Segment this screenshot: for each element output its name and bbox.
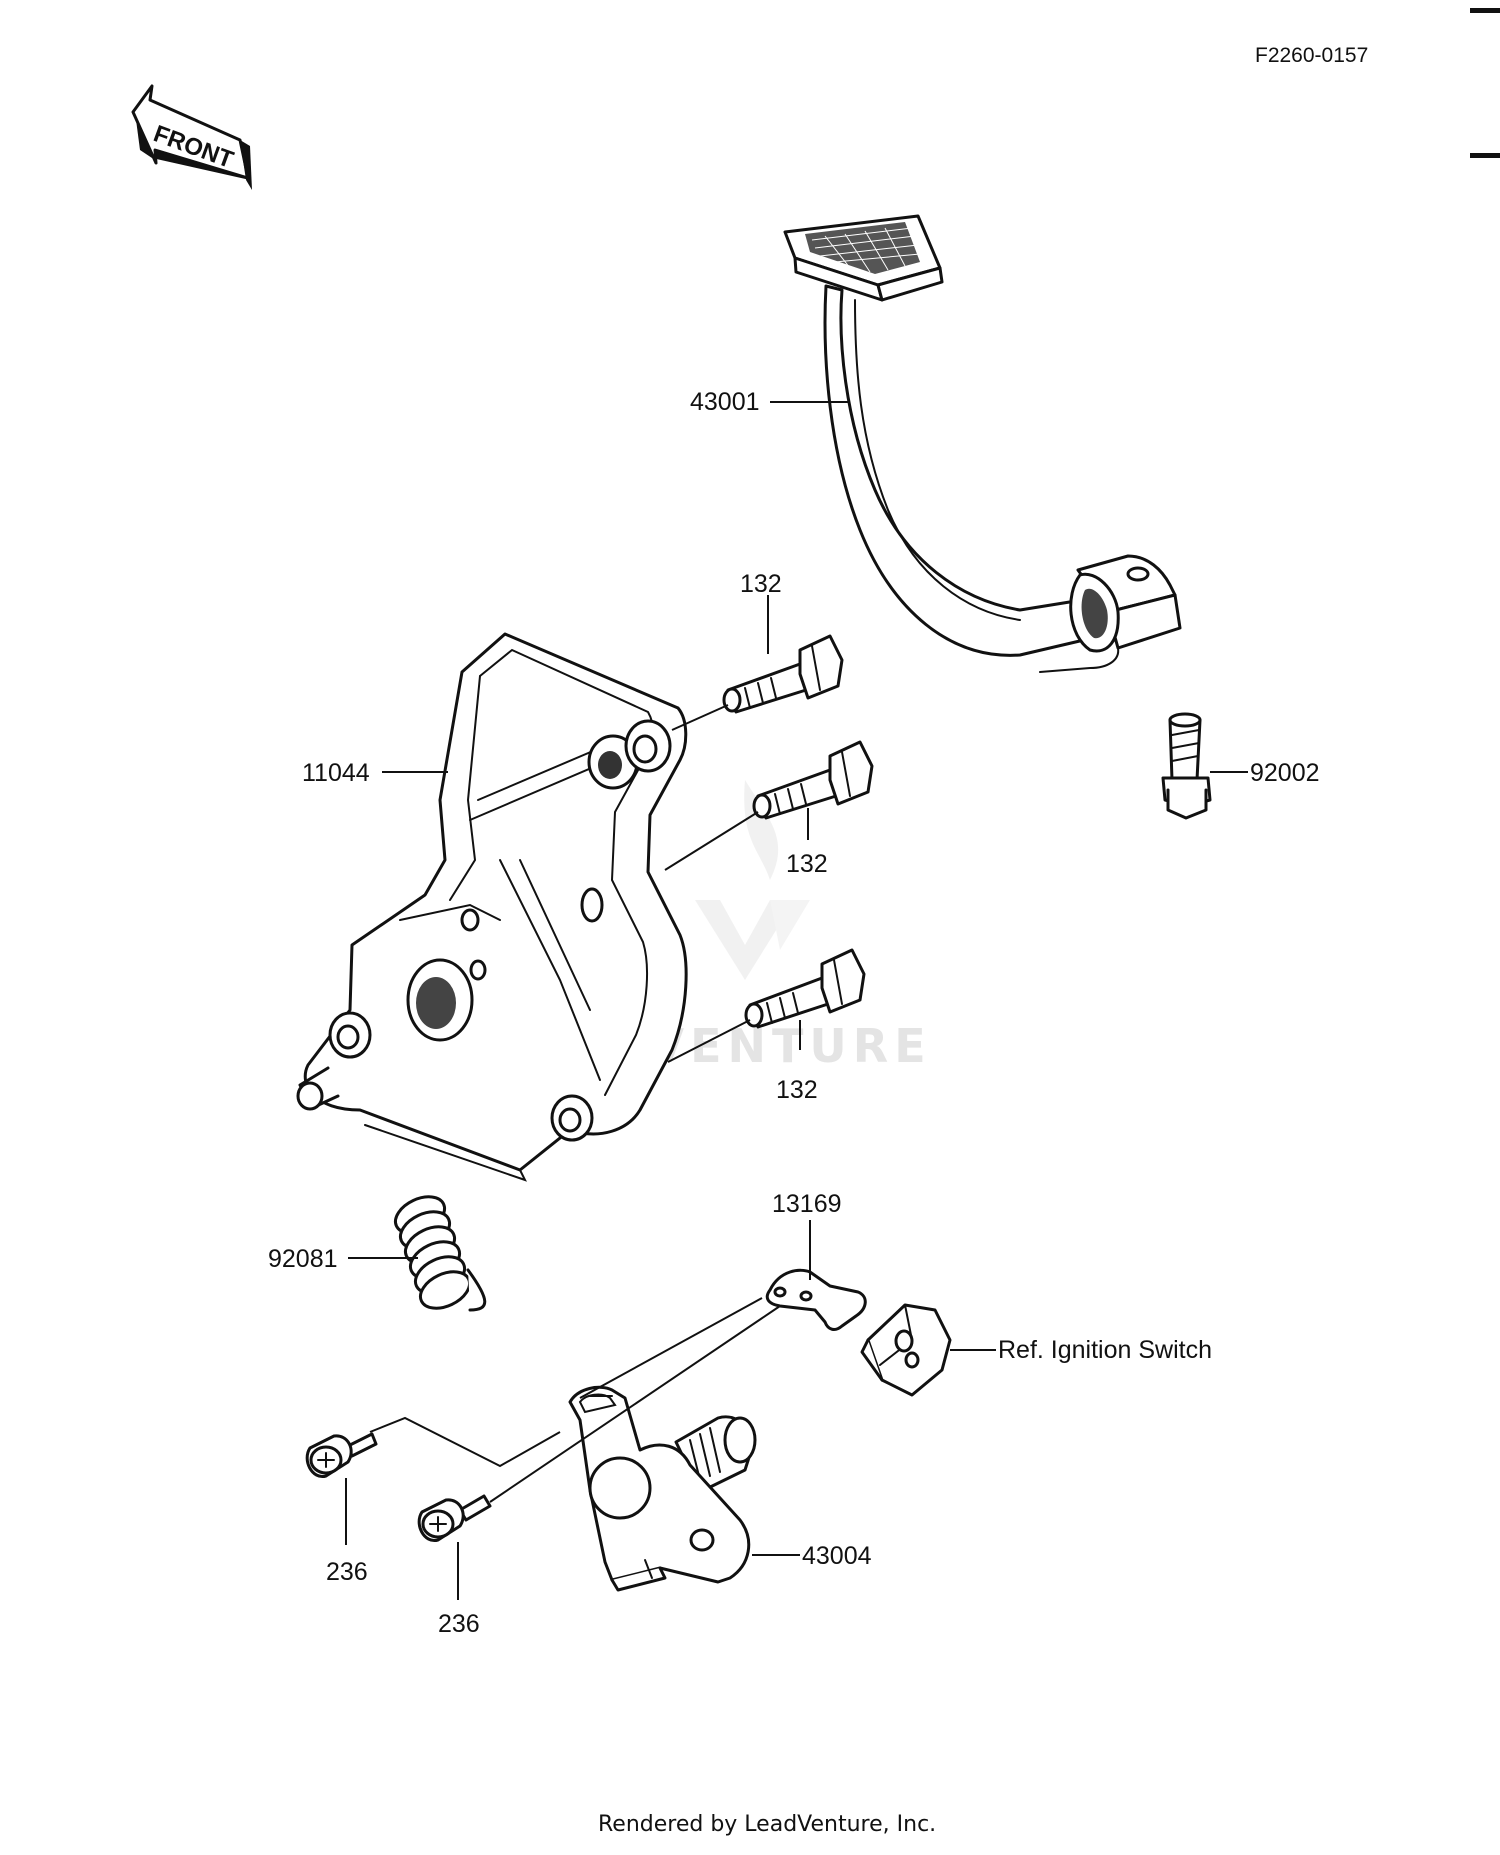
crop-mark-top [1470,8,1500,13]
label-132-upper: 132 [740,570,782,598]
bolt-132-lower [744,948,866,1029]
label-92002: 92002 [1250,759,1320,787]
label-13169: 13169 [772,1190,842,1218]
label-43001: 43001 [690,388,760,416]
label-11044: 11044 [302,759,370,787]
label-236-right: 236 [438,1610,480,1638]
label-132-lower: 132 [776,1076,818,1104]
label-132-middle: 132 [786,850,828,878]
bolt-92002 [1161,712,1212,820]
screw-236-left [305,1432,378,1478]
assembly-lines-lower [369,1297,781,1503]
crop-mark-middle [1470,153,1500,158]
spring-92081 [393,1195,487,1312]
label-43004: 43004 [802,1542,872,1570]
screw-236-right [417,1494,492,1542]
assembly-lines-upper [664,704,759,1063]
label-92081: 92081 [268,1245,338,1273]
bolt-132-middle [752,740,874,820]
footer-rendered-by: Rendered by LeadVenture, Inc. [598,1812,936,1837]
label-ref-ignition-switch: Ref. Ignition Switch [998,1336,1212,1364]
ignition-switch-part [860,1303,952,1397]
front-direction-badge: FRONT [131,84,252,190]
bracket-11044 [296,632,688,1182]
bolt-132-upper [722,634,844,714]
plate-13169 [765,1268,867,1331]
brake-lever-43004 [568,1385,757,1592]
diagram-code: F2260-0157 [1255,44,1368,67]
brake-pedal-43001 [783,214,1182,673]
label-236-left: 236 [326,1558,368,1586]
